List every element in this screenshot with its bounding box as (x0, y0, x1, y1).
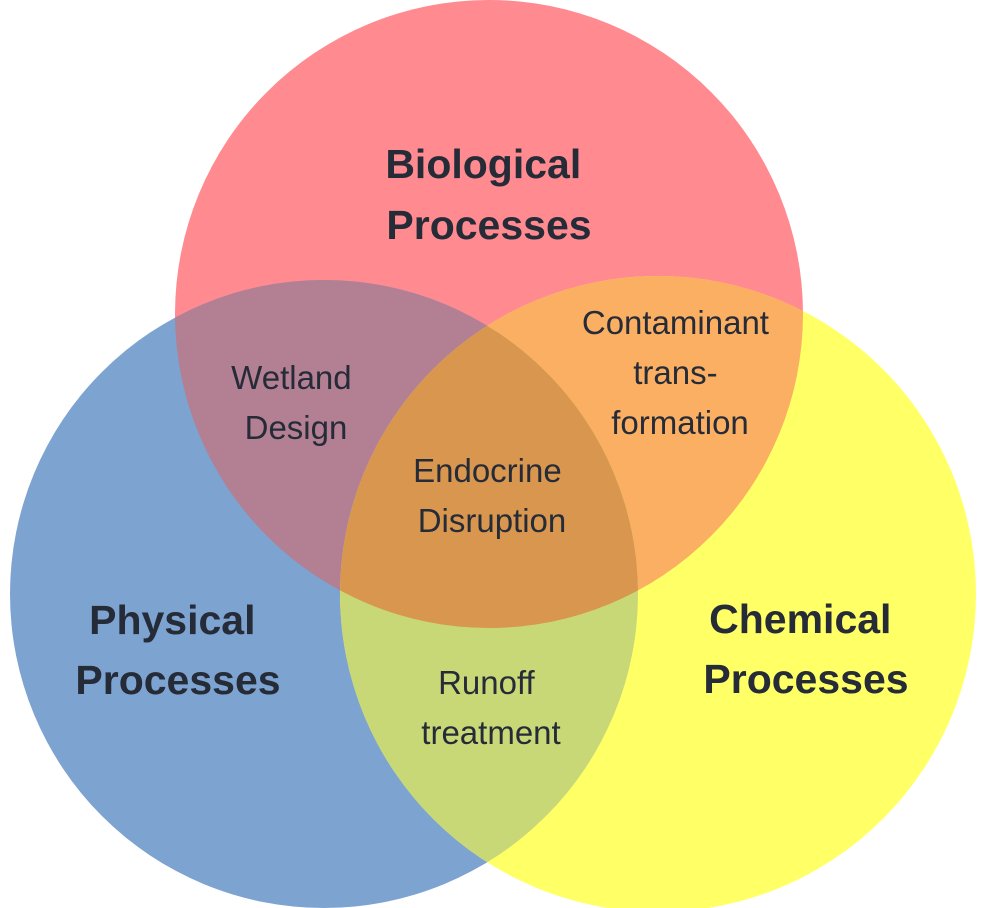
runoff-treatment-line-1: Runoff (438, 664, 535, 701)
physical-processes-label: Physical Processes (75, 597, 280, 703)
chemical-processes-label: Chemical Processes (703, 596, 908, 702)
wetland-design-line-2: Design (245, 409, 348, 446)
biological-label-line-2: Processes (386, 202, 591, 248)
wetland-design-label: Wetland Design (231, 359, 361, 446)
runoff-treatment-line-2: treatment (421, 714, 560, 751)
contaminant-transformation-label: Contaminant trans- formation (582, 304, 778, 441)
runoff-treatment-label: Runoff treatment (421, 664, 560, 751)
contaminant-transformation-line-3: formation (611, 404, 749, 441)
physical-label-line-1: Physical (89, 597, 255, 643)
wetland-design-line-1: Wetland (231, 359, 351, 396)
overlap-all-region (340, 280, 638, 628)
contaminant-transformation-line-2: trans- (633, 354, 717, 391)
biological-label-line-1: Biological (385, 141, 581, 187)
endocrine-disruption-line-1: Endocrine (413, 452, 562, 489)
biological-processes-label: Biological Processes (385, 141, 592, 248)
physical-label-line-2: Processes (75, 657, 280, 703)
chemical-label-line-2: Processes (703, 656, 908, 702)
contaminant-transformation-line-1: Contaminant (582, 304, 769, 341)
endocrine-disruption-line-2: Disruption (418, 502, 567, 539)
endocrine-disruption-label: Endocrine Disruption (413, 452, 571, 539)
chemical-label-line-1: Chemical (709, 596, 891, 642)
